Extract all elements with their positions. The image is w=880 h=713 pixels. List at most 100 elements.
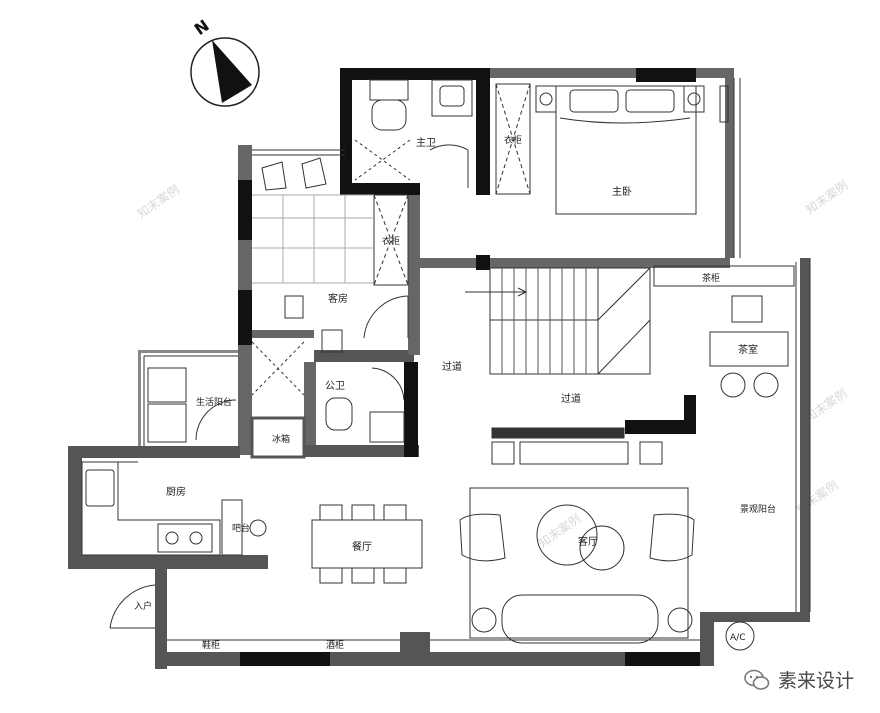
wall-segment (700, 612, 714, 666)
tea-table (709, 331, 789, 367)
wall-segment (625, 652, 700, 666)
nightstand (683, 85, 705, 113)
label-bar: 吧台 (232, 522, 250, 534)
dining-set (311, 504, 423, 584)
stool-icon (753, 372, 779, 398)
wardrobes (373, 83, 531, 286)
living-rug (469, 487, 689, 639)
side-table-icon (667, 607, 693, 633)
label-view-balcony: 景观阳台 (740, 503, 776, 515)
wall-segment (238, 180, 252, 240)
sink-counter (431, 79, 473, 117)
fridge-box (250, 416, 306, 459)
label-guest-room: 客房 (328, 292, 348, 305)
label-public-bath: 公卫 (325, 381, 345, 392)
washer-icon (147, 367, 187, 403)
armchair-icon (459, 513, 506, 562)
wall-segment (340, 68, 490, 80)
wall-segment (238, 290, 252, 345)
chair-icon (731, 295, 763, 323)
sink-icon (439, 85, 465, 107)
toilet-icon (371, 99, 407, 131)
wall-segment (155, 569, 167, 669)
wall-segment (476, 68, 490, 195)
wall-segment (138, 350, 141, 450)
brand-signature: 素来设计 (744, 666, 854, 693)
wall-segment (800, 258, 810, 622)
wall-segment (304, 362, 316, 457)
stove-icon (157, 523, 213, 553)
wardrobe-guest (373, 194, 409, 286)
toilet-icon (325, 397, 353, 431)
label-kitchen: 厨房 (166, 485, 186, 498)
wall-segment (476, 255, 490, 270)
label-tea-room: 茶室 (738, 343, 758, 356)
wall-segment (68, 555, 268, 569)
compass-ring (190, 37, 260, 107)
wall-segment (490, 68, 730, 78)
label-corridor-left: 过道 (442, 360, 462, 373)
wall-segment (314, 350, 414, 362)
chair-icon (319, 567, 343, 584)
tv-console (491, 427, 663, 465)
master-bed (535, 85, 729, 215)
label-master-bath: 主卫 (416, 137, 436, 149)
label-shoe-cabinet: 鞋柜 (202, 639, 220, 651)
wall-segment (240, 652, 330, 666)
living-room-furniture (459, 487, 755, 651)
label-wardrobe-master: 衣柜 (504, 134, 522, 146)
wall-segment (684, 395, 696, 434)
nightstand (535, 85, 557, 113)
label-dining: 餐厅 (352, 540, 372, 553)
wall-segment (400, 632, 430, 652)
label-fridge: 冰箱 (272, 433, 290, 445)
side-table-icon (471, 607, 497, 633)
watermark-1: 知末案例 (134, 181, 182, 221)
tea-room-furniture (653, 265, 795, 398)
label-corridor-right: 过道 (561, 392, 581, 405)
wall-segment (340, 68, 352, 193)
wall-segment (155, 652, 700, 666)
north-compass: N (190, 16, 260, 107)
chair-icon (301, 157, 327, 189)
coffee-table-icon (579, 525, 625, 571)
bar-counter (221, 499, 243, 556)
public-bath-fixtures (251, 341, 405, 443)
kitchen-counter (81, 461, 221, 556)
wall-segment (408, 195, 420, 355)
chair-icon (351, 504, 375, 521)
compass-needle-icon (212, 40, 252, 103)
chair-icon (261, 161, 287, 191)
bed-icon (555, 85, 697, 215)
tea-cabinet (653, 265, 795, 287)
wall-segment (138, 350, 238, 353)
toilet-tank-icon (369, 79, 409, 101)
wall-segment (636, 68, 696, 82)
compass-north-label: N (191, 16, 213, 39)
label-master-bed: 主卧 (612, 185, 632, 198)
wardrobe-master (495, 83, 531, 195)
label-tea-cabinet: 茶柜 (702, 272, 720, 284)
chair-icon (319, 504, 343, 521)
guest-room-furniture (261, 157, 409, 353)
wall-segment (725, 68, 734, 258)
dryer-icon (147, 403, 187, 443)
wall-segment (625, 420, 695, 434)
wall-segment (68, 446, 240, 458)
wall-segment (304, 445, 419, 457)
wechat-icon (744, 669, 770, 690)
sink-icon (85, 469, 115, 507)
kitchen-fixtures (81, 461, 267, 556)
armchair-icon (649, 513, 695, 562)
wall-segment (340, 183, 420, 195)
wall-segment (700, 612, 810, 622)
ac-unit-icon (725, 621, 755, 651)
plant-icon (321, 329, 343, 353)
label-wine-cabinet: 酒柜 (326, 639, 344, 651)
entrance-door (109, 584, 156, 629)
walls (68, 68, 810, 669)
brand-name: 素来设计 (777, 670, 854, 692)
guest-room-grid (252, 194, 374, 284)
utility-balcony-fixtures (147, 367, 237, 443)
